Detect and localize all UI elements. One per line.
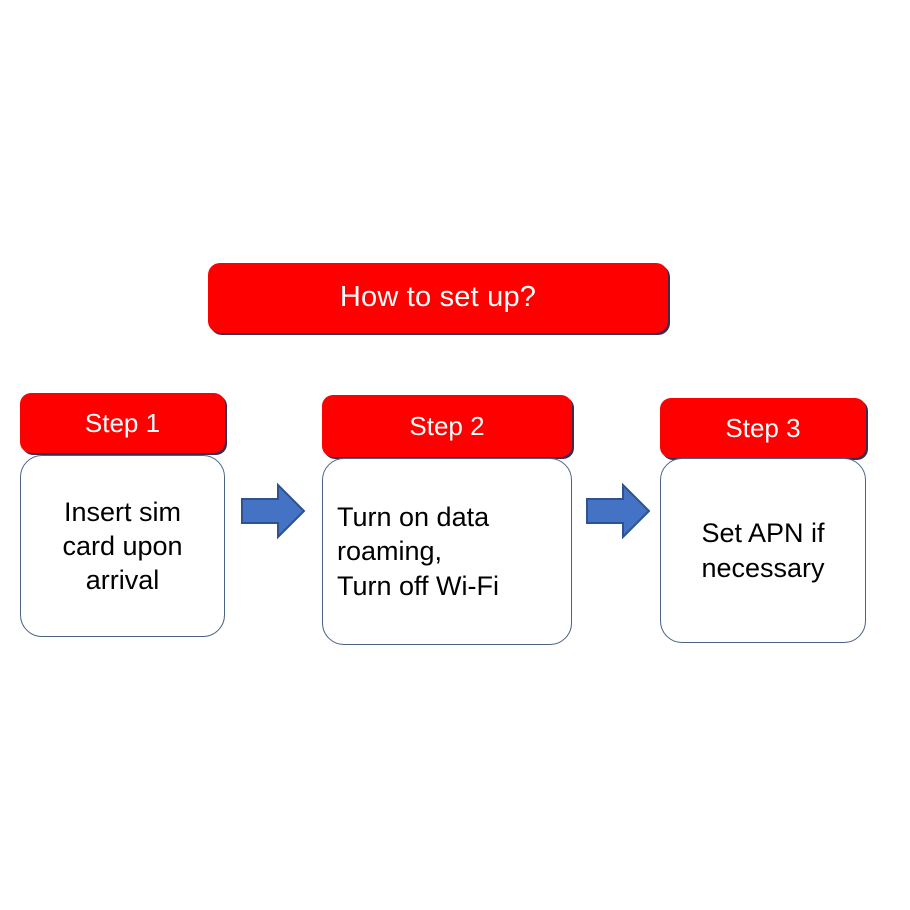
step-2-header-label: Step 2: [409, 410, 485, 441]
step-1-header-label: Step 1: [84, 407, 161, 438]
diagram-title-text: How to set up?: [339, 281, 537, 314]
step-1-body-card: Insert sim card upon arrival: [20, 455, 225, 637]
right-arrow-icon: [241, 482, 306, 540]
step-1-body-text: Insert sim card upon arrival: [62, 496, 183, 595]
step-1-header: Step 1: [20, 393, 225, 453]
diagram-title-banner: How to set up?: [208, 263, 668, 333]
step-3-body-text: Set APN if necessary: [701, 518, 825, 583]
arrow-step1-to-step2: [240, 482, 306, 540]
step-2-body-text: Turn on data roaming, Turn off Wi-Fi: [337, 502, 500, 601]
right-arrow-icon: [586, 482, 651, 540]
step-3-header-label: Step 3: [725, 412, 801, 443]
step-3-header: Step 3: [660, 398, 866, 458]
step-2-body-card: Turn on data roaming, Turn off Wi-Fi: [322, 458, 572, 645]
step-3-body-card: Set APN if necessary: [660, 458, 866, 643]
arrow-step2-to-step3: [585, 482, 651, 540]
step-2-header: Step 2: [322, 395, 572, 457]
